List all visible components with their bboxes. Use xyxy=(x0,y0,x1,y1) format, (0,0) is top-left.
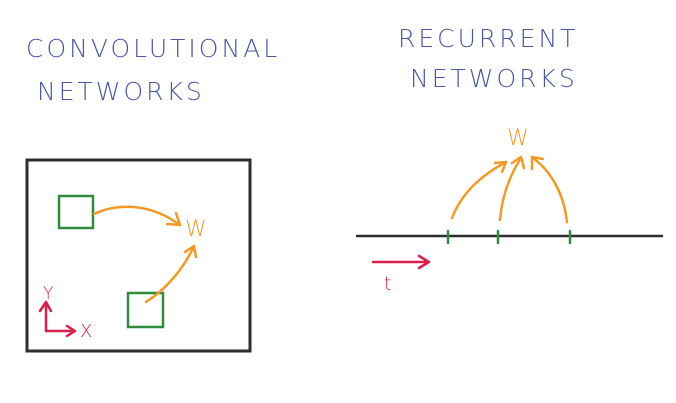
rnn-title-line1: RECURRENT xyxy=(398,24,578,53)
axis-x-label: X xyxy=(80,321,92,342)
recurrent-weight-arrowhead-1 xyxy=(493,160,508,174)
image-frame xyxy=(25,158,252,353)
conv-title-line1: CONVOLUTIONAL xyxy=(26,34,280,63)
recurrent-weight-arrowhead-3 xyxy=(530,155,545,171)
filter-patch-bottom xyxy=(126,291,165,329)
axis-y-label: Y xyxy=(43,284,53,304)
shared-weight-arrow-1 xyxy=(92,205,182,227)
recurrent-weight-arrow-3 xyxy=(531,156,569,224)
recurrent-weight-arrow-2 xyxy=(498,156,523,222)
conv-title-line2: NETWORKS xyxy=(37,77,205,106)
recurrent-weight-arrow-1 xyxy=(450,160,508,220)
shared-weight-arrow-2 xyxy=(144,244,196,304)
rnn-weight-label: W xyxy=(507,126,529,151)
rnn-title-line2: NETWORKS xyxy=(410,64,578,93)
shared-weight-arrowhead-2 xyxy=(183,244,198,259)
conv-weight-label: W xyxy=(185,217,207,242)
shared-weight-arrowhead-1 xyxy=(165,211,182,227)
time-label: t xyxy=(384,273,391,295)
time-direction-arrowhead xyxy=(417,254,431,270)
recurrent-weight-arrowhead-2 xyxy=(510,155,526,170)
y-axis-arrowhead xyxy=(38,300,53,313)
x-axis-arrowhead xyxy=(65,324,77,338)
filter-patch-top xyxy=(57,194,95,230)
